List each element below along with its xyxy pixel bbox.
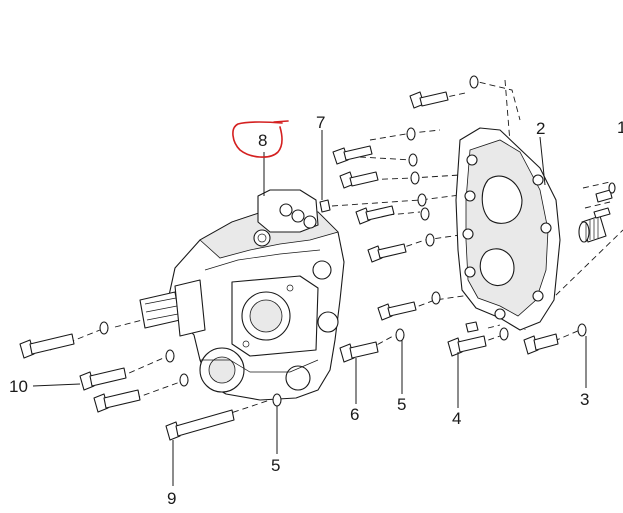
leader-lines	[32, 130, 587, 486]
dowel-pin-item-7	[319, 199, 331, 213]
bolt	[332, 145, 373, 165]
callout-10: 10	[9, 377, 28, 396]
red-circle-annotation	[232, 120, 289, 158]
pump-housing	[139, 189, 345, 401]
bolt	[377, 301, 417, 321]
bolt	[355, 205, 395, 225]
small-pin	[465, 321, 479, 333]
bolt-item-10	[93, 389, 141, 413]
washer-item-5	[395, 328, 405, 342]
bolt	[523, 333, 559, 355]
bolt-item-4	[447, 335, 487, 357]
bolt-item-10	[79, 367, 127, 391]
callout-5: 5	[271, 456, 280, 475]
callout-3: 3	[580, 390, 589, 409]
callout-1: 1	[617, 118, 623, 137]
washer-item-3	[577, 323, 587, 337]
callout-6: 6	[350, 405, 359, 424]
bolt-item-6	[339, 341, 379, 363]
washers	[99, 75, 616, 407]
back-plate	[455, 127, 561, 331]
callout-7: 7	[316, 113, 325, 132]
washer-item-5	[272, 393, 282, 407]
callout-5: 5	[397, 395, 406, 414]
bolt-item-9	[165, 409, 235, 441]
bolt	[409, 91, 449, 109]
callout-2: 2	[536, 119, 545, 138]
callouts: 1 2 3 4 5 5 6 7 8 9 10	[9, 113, 623, 508]
bolt-item-10	[19, 333, 75, 359]
bearing	[578, 189, 613, 243]
bolt	[339, 171, 379, 189]
bolts	[19, 91, 559, 441]
bolt	[367, 243, 407, 263]
callout-8: 8	[258, 131, 267, 150]
callout-9: 9	[167, 489, 176, 508]
callout-4: 4	[452, 409, 461, 428]
